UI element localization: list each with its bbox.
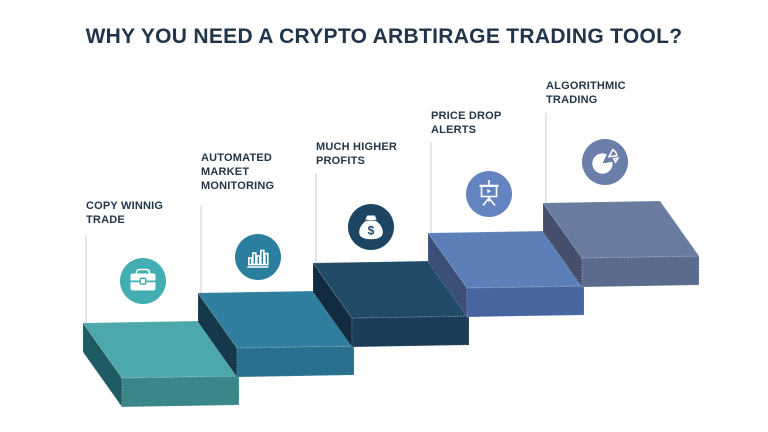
step-badge-3: $	[348, 204, 394, 250]
step-label-algorithmic-trading: ALGORITHMIC TRADING	[546, 80, 626, 106]
step-front-face	[121, 375, 240, 408]
step-top-face	[427, 230, 585, 289]
step-top-face	[82, 320, 240, 379]
step-front-face	[351, 315, 470, 348]
step-label-price-drop-alerts: PRICE DROP ALERTS	[431, 110, 502, 136]
step-front-face	[466, 285, 585, 318]
step-front-face	[581, 255, 700, 288]
step-badge-5	[582, 139, 628, 185]
bar-chart-icon	[247, 249, 269, 268]
briefcase-icon	[130, 268, 156, 291]
presentation-board-icon	[479, 180, 499, 206]
step-badge-1	[120, 258, 166, 304]
step-block-5	[542, 200, 700, 289]
step-badge-4	[466, 171, 512, 217]
badge-circle	[235, 234, 281, 280]
step-top-face	[312, 260, 470, 319]
step-block-3	[312, 260, 470, 349]
badge-circle	[582, 139, 628, 185]
dollar-glyph: $	[368, 224, 375, 238]
step-block-2	[197, 290, 355, 379]
money-bag-icon: $	[359, 215, 383, 240]
step-top-face	[197, 290, 355, 349]
step-front-face	[236, 345, 355, 378]
step-label-automated-market-monitoring: AUTOMATED MARKET MONITORING	[201, 152, 275, 192]
step-block-1	[82, 320, 240, 409]
step-block-4	[427, 230, 585, 319]
badge-circle	[466, 171, 512, 217]
step-top-face	[542, 200, 700, 259]
pie-chart-icon	[592, 148, 620, 174]
page-title: WHY YOU NEED A CRYPTO ARBTIRAGE TRADING …	[85, 25, 683, 48]
step-label-copy-winnig-trade: COPY WINNIG TRADE	[86, 200, 164, 226]
step-badge-2	[235, 234, 281, 280]
step-label-much-higher-profits: MUCH HIGHER PROFITS	[316, 141, 398, 167]
